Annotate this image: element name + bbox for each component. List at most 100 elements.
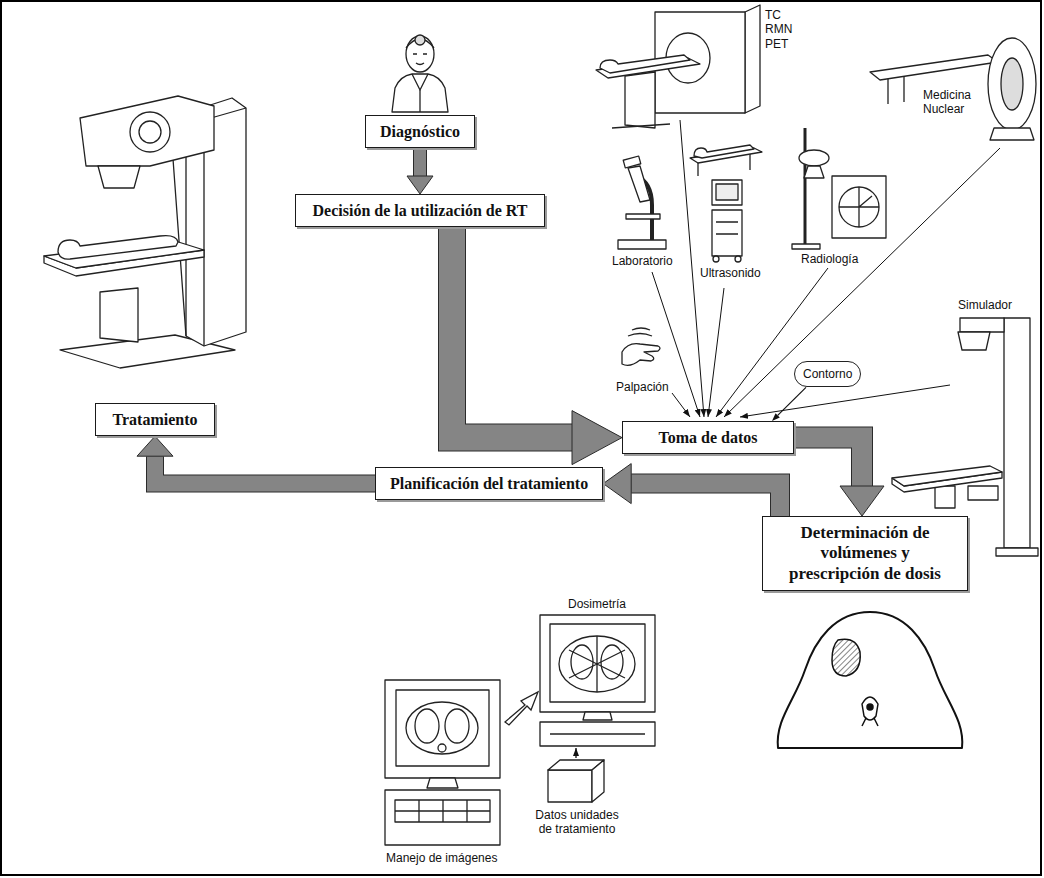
dosimetry-computer (569, 636, 625, 692)
flow-arrow (794, 438, 862, 486)
transfer-arrow (505, 692, 538, 725)
simulator (996, 548, 1038, 556)
linac-illustration (58, 236, 178, 260)
patient-contour (867, 704, 873, 710)
input-arrows (652, 272, 700, 417)
arrow-outline (452, 227, 572, 437)
ct-scanner (612, 124, 670, 128)
imaging-computer (406, 702, 478, 754)
ultrasound-unit (712, 180, 742, 205)
input-arrows (652, 120, 1000, 417)
flow-arrow (778, 387, 806, 415)
simulator (960, 318, 1004, 332)
source-label: Simulador (957, 298, 1013, 312)
patient-contour (862, 697, 878, 720)
simulator (892, 466, 1002, 486)
modality-label: Medicina Nuclear (922, 88, 986, 117)
doctor-figure (415, 35, 425, 45)
linac-illustration (130, 112, 170, 152)
simulator (935, 486, 955, 508)
arrow-shaft (778, 387, 806, 415)
palpation-hand (622, 328, 660, 365)
x-ray-unit (839, 187, 879, 227)
imaging-computer (415, 709, 439, 743)
imaging-computer (438, 744, 446, 752)
arrow-outline (413, 148, 427, 176)
doctor-figure (406, 36, 434, 72)
linac-illustration (98, 166, 140, 188)
palpation-hand (628, 328, 652, 336)
treatment-box: Tratamiento (95, 403, 215, 436)
imaging-computer (385, 680, 500, 778)
dosimetry-computer (540, 615, 655, 712)
ct-scanner (596, 5, 760, 128)
gamma-camera (888, 77, 904, 104)
source-label: Radiología (800, 252, 859, 266)
gamma-camera (870, 55, 998, 80)
patient-contour (778, 612, 963, 748)
dosimetry-computer (583, 712, 612, 720)
x-ray-unit (804, 128, 807, 244)
imaging-computer (385, 680, 500, 845)
dosimetry-computer (540, 615, 655, 746)
treatment-unit-data-box (592, 760, 604, 802)
contour-box: Contorno (794, 361, 861, 387)
imaging-computer (427, 778, 458, 788)
microscope (626, 214, 660, 219)
diagnosis-box: Diagnóstico (365, 115, 475, 148)
dosimetry-computer (601, 645, 623, 679)
dosimetry-computer (550, 733, 645, 734)
ultrasound-unit (716, 222, 738, 234)
planning-box: Planificación del tratamiento (375, 467, 603, 500)
linac-illustration (139, 121, 161, 143)
ct-scanner (600, 55, 690, 73)
arrow-outline (631, 484, 780, 516)
modality-label: TC RMN PET (764, 8, 802, 51)
linac-illustration (100, 288, 138, 342)
dosimetry-computer (571, 645, 593, 679)
flow-arrow (420, 148, 421, 176)
x-ray-unit (792, 128, 886, 249)
data-collection-box: Toma de datos (622, 421, 794, 454)
imaging-computer (395, 800, 490, 822)
ultrasound-unit (694, 145, 754, 158)
treatment-unit-data-box (575, 748, 576, 758)
source-label: Laboratorio (611, 254, 674, 268)
gamma-camera (988, 38, 1036, 130)
flow-arrow (631, 484, 780, 516)
ultrasound-unit (690, 145, 762, 262)
computer-label: Manejo de imágenes (385, 851, 498, 865)
imaging-computer (395, 800, 490, 822)
doctor-figure (392, 35, 448, 112)
node-text: Tratamiento (110, 410, 200, 429)
simulator (968, 486, 998, 500)
arrow-shaft (794, 438, 862, 486)
doctor-figure (392, 74, 448, 112)
flow-arrow (155, 456, 375, 483)
node-text: Decisión de la utilización de RT (310, 201, 530, 220)
arrow-shaft (452, 227, 572, 437)
x-ray-unit (832, 176, 886, 238)
imaging-computer (445, 709, 469, 743)
ultrasound-unit (712, 210, 742, 256)
patient-contour (862, 718, 878, 726)
gamma-camera (990, 128, 1034, 140)
decision-box: Decisión de la utilización de RT (295, 194, 545, 227)
connector-group (155, 148, 862, 516)
input-arrows (724, 148, 1000, 417)
imaging-computer (396, 690, 489, 766)
treatment-unit-data-box (548, 748, 604, 802)
microscope (618, 156, 666, 249)
ct-scanner (745, 5, 760, 113)
dosimetry-computer (559, 636, 635, 692)
treatment-unit-data-box (548, 770, 592, 802)
palpation-hand (622, 344, 660, 366)
imaging-computer (385, 790, 500, 845)
ultrasound-unit (713, 256, 719, 262)
linac-illustration (44, 96, 246, 368)
simulator (958, 332, 990, 350)
flow-arrow (452, 227, 572, 437)
doctor-figure (412, 74, 428, 90)
microscope (618, 240, 666, 249)
